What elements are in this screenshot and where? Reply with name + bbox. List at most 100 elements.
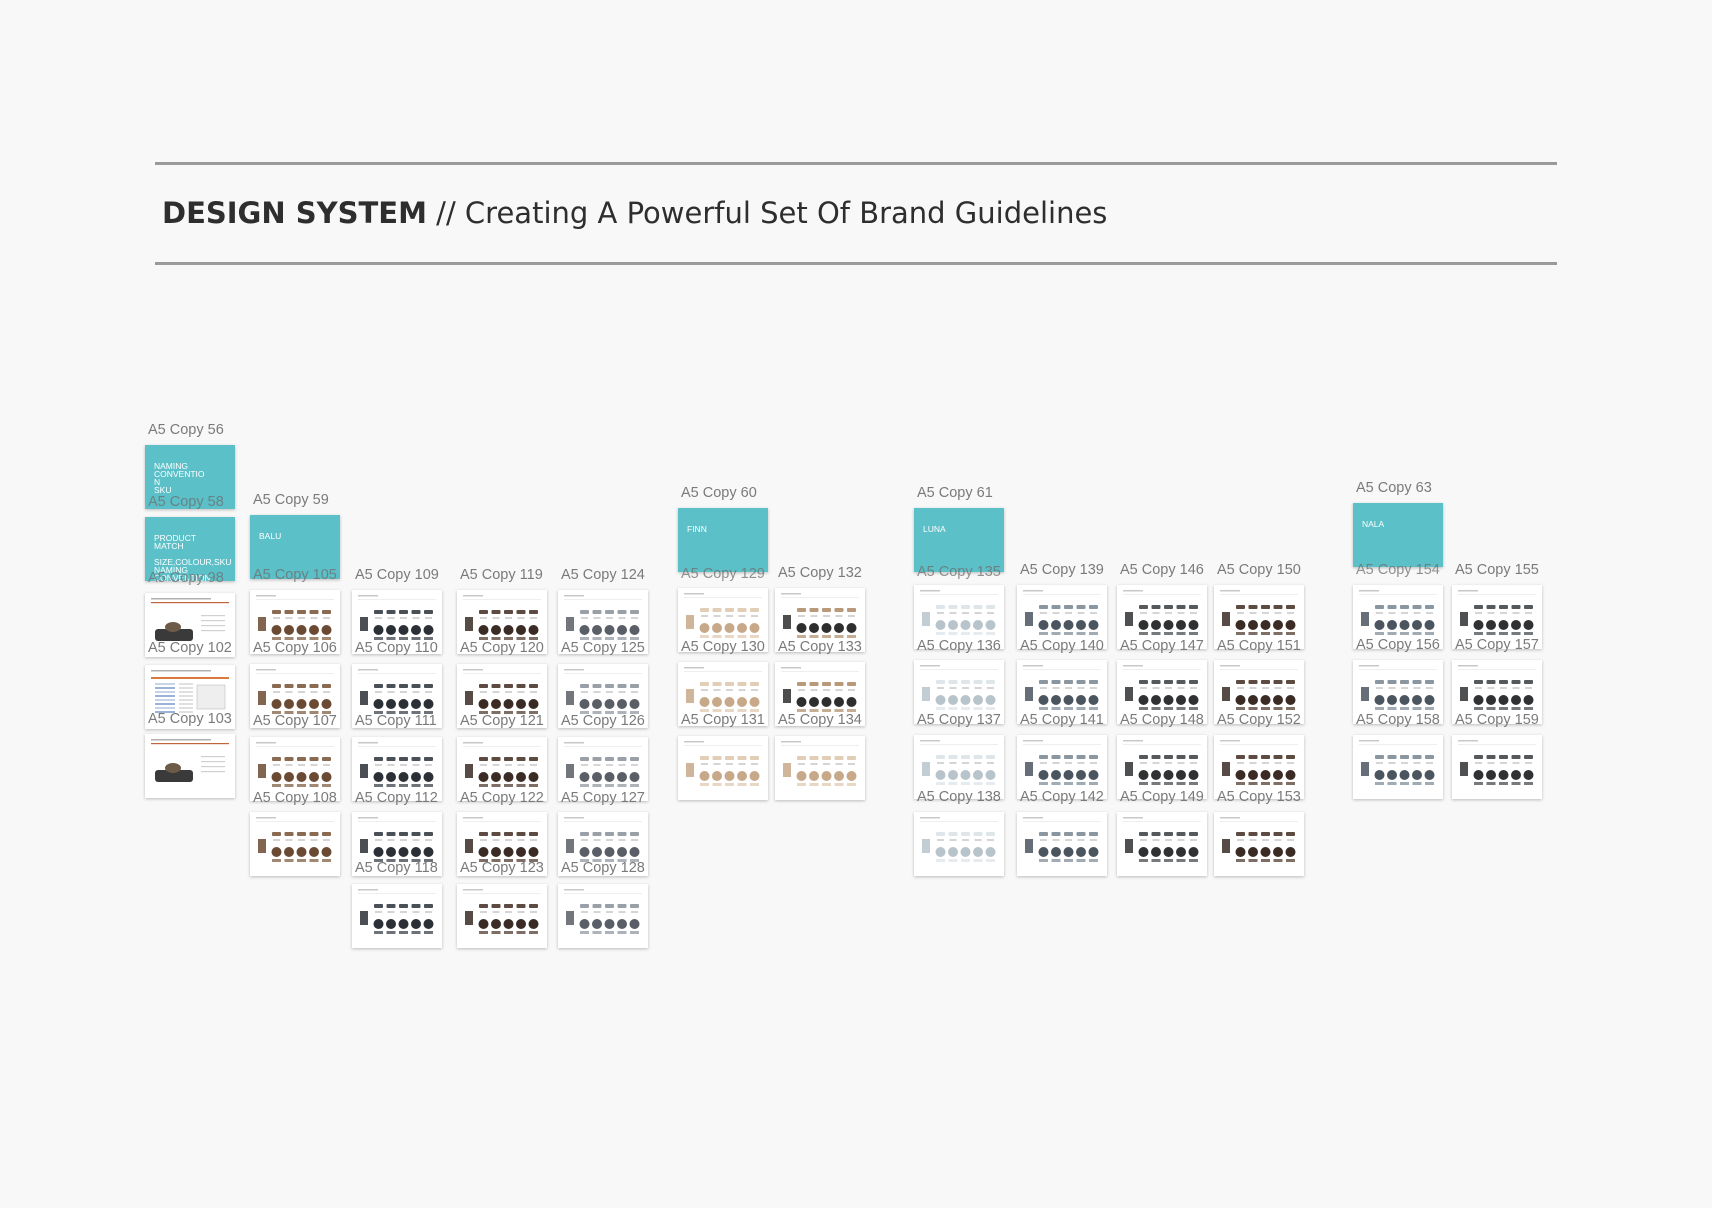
artboard-a5-copy-59[interactable]: BALU xyxy=(250,515,340,579)
artboard-a5-copy-109[interactable] xyxy=(352,590,442,654)
artboard-label-a5-copy-61[interactable]: A5 Copy 61 xyxy=(917,485,993,501)
artboard-a5-copy-158[interactable] xyxy=(1353,735,1443,799)
artboard-a5-copy-123[interactable] xyxy=(457,884,547,948)
artboard-a5-copy-133[interactable] xyxy=(775,662,865,726)
artboard-a5-copy-61[interactable]: LUNA xyxy=(914,508,1004,572)
artboard-a5-copy-155[interactable] xyxy=(1452,585,1542,649)
artboard-label-a5-copy-140[interactable]: A5 Copy 140 xyxy=(1020,638,1104,654)
artboard-a5-copy-108[interactable] xyxy=(250,812,340,876)
artboard-a5-copy-125[interactable] xyxy=(558,664,648,728)
artboard-label-a5-copy-120[interactable]: A5 Copy 120 xyxy=(460,640,544,656)
artboard-label-a5-copy-121[interactable]: A5 Copy 121 xyxy=(460,713,544,729)
artboard-a5-copy-151[interactable] xyxy=(1214,660,1304,724)
artboard-label-a5-copy-108[interactable]: A5 Copy 108 xyxy=(253,790,337,806)
artboard-a5-copy-112[interactable] xyxy=(352,812,442,876)
artboard-a5-copy-159[interactable] xyxy=(1452,735,1542,799)
artboard-label-a5-copy-133[interactable]: A5 Copy 133 xyxy=(778,639,862,655)
artboard-label-a5-copy-135[interactable]: A5 Copy 135 xyxy=(917,564,1001,580)
artboard-label-a5-copy-109[interactable]: A5 Copy 109 xyxy=(355,567,439,583)
artboard-label-a5-copy-136[interactable]: A5 Copy 136 xyxy=(917,638,1001,654)
artboard-label-a5-copy-130[interactable]: A5 Copy 130 xyxy=(681,639,765,655)
artboard-a5-copy-111[interactable] xyxy=(352,737,442,801)
artboard-a5-copy-138[interactable] xyxy=(914,812,1004,876)
artboard-label-a5-copy-58[interactable]: A5 Copy 58 xyxy=(148,494,224,510)
artboard-label-a5-copy-141[interactable]: A5 Copy 141 xyxy=(1020,712,1104,728)
artboard-label-a5-copy-102[interactable]: A5 Copy 102 xyxy=(148,640,232,656)
artboard-a5-copy-139[interactable] xyxy=(1017,585,1107,649)
artboard-label-a5-copy-159[interactable]: A5 Copy 159 xyxy=(1455,712,1539,728)
artboard-label-a5-copy-56[interactable]: A5 Copy 56 xyxy=(148,422,224,438)
artboard-a5-copy-60[interactable]: FINN xyxy=(678,508,768,572)
artboard-a5-copy-135[interactable] xyxy=(914,585,1004,649)
artboard-label-a5-copy-154[interactable]: A5 Copy 154 xyxy=(1356,562,1440,578)
artboard-label-a5-copy-107[interactable]: A5 Copy 107 xyxy=(253,713,337,729)
artboard-label-a5-copy-118[interactable]: A5 Copy 118 xyxy=(355,860,438,876)
artboard-a5-copy-129[interactable] xyxy=(678,588,768,652)
artboard-label-a5-copy-146[interactable]: A5 Copy 146 xyxy=(1120,562,1204,578)
artboard-a5-copy-148[interactable] xyxy=(1117,735,1207,799)
artboard-a5-copy-106[interactable] xyxy=(250,664,340,728)
artboard-label-a5-copy-119[interactable]: A5 Copy 119 xyxy=(460,567,543,583)
artboard-a5-copy-127[interactable] xyxy=(558,812,648,876)
artboard-a5-copy-157[interactable] xyxy=(1452,660,1542,724)
artboard-a5-copy-102[interactable] xyxy=(145,665,235,729)
artboard-label-a5-copy-127[interactable]: A5 Copy 127 xyxy=(561,790,645,806)
artboard-label-a5-copy-153[interactable]: A5 Copy 153 xyxy=(1217,789,1301,805)
artboard-label-a5-copy-125[interactable]: A5 Copy 125 xyxy=(561,640,645,656)
artboard-label-a5-copy-106[interactable]: A5 Copy 106 xyxy=(253,640,337,656)
artboard-label-a5-copy-60[interactable]: A5 Copy 60 xyxy=(681,485,757,501)
artboard-a5-copy-140[interactable] xyxy=(1017,660,1107,724)
artboard-label-a5-copy-158[interactable]: A5 Copy 158 xyxy=(1356,712,1440,728)
artboard-a5-copy-120[interactable] xyxy=(457,664,547,728)
artboard-a5-copy-103[interactable] xyxy=(145,734,235,798)
artboard-a5-copy-130[interactable] xyxy=(678,662,768,726)
artboard-a5-copy-147[interactable] xyxy=(1117,660,1207,724)
artboard-a5-copy-124[interactable] xyxy=(558,590,648,654)
artboard-a5-copy-119[interactable] xyxy=(457,590,547,654)
artboard-label-a5-copy-129[interactable]: A5 Copy 129 xyxy=(681,566,765,582)
artboard-label-a5-copy-111[interactable]: A5 Copy 111 xyxy=(355,713,437,729)
artboard-a5-copy-137[interactable] xyxy=(914,735,1004,799)
artboard-label-a5-copy-150[interactable]: A5 Copy 150 xyxy=(1217,562,1301,578)
artboard-a5-copy-146[interactable] xyxy=(1117,585,1207,649)
artboard-label-a5-copy-156[interactable]: A5 Copy 156 xyxy=(1356,637,1440,653)
artboard-label-a5-copy-126[interactable]: A5 Copy 126 xyxy=(561,713,645,729)
artboard-a5-copy-63[interactable]: NALA xyxy=(1353,503,1443,567)
artboard-a5-copy-98[interactable] xyxy=(145,593,235,657)
artboard-a5-copy-136[interactable] xyxy=(914,660,1004,724)
artboard-a5-copy-149[interactable] xyxy=(1117,812,1207,876)
artboard-a5-copy-150[interactable] xyxy=(1214,585,1304,649)
artboard-label-a5-copy-110[interactable]: A5 Copy 110 xyxy=(355,640,438,656)
artboard-label-a5-copy-131[interactable]: A5 Copy 131 xyxy=(681,712,765,728)
artboard-a5-copy-126[interactable] xyxy=(558,737,648,801)
artboard-label-a5-copy-122[interactable]: A5 Copy 122 xyxy=(460,790,544,806)
artboard-label-a5-copy-138[interactable]: A5 Copy 138 xyxy=(917,789,1001,805)
artboard-label-a5-copy-148[interactable]: A5 Copy 148 xyxy=(1120,712,1204,728)
artboard-label-a5-copy-134[interactable]: A5 Copy 134 xyxy=(778,712,862,728)
artboard-a5-copy-142[interactable] xyxy=(1017,812,1107,876)
artboard-label-a5-copy-151[interactable]: A5 Copy 151 xyxy=(1217,638,1301,654)
artboard-a5-copy-128[interactable] xyxy=(558,884,648,948)
artboard-label-a5-copy-105[interactable]: A5 Copy 105 xyxy=(253,567,337,583)
artboard-label-a5-copy-112[interactable]: A5 Copy 112 xyxy=(355,790,438,806)
artboard-label-a5-copy-137[interactable]: A5 Copy 137 xyxy=(917,712,1001,728)
artboard-a5-copy-141[interactable] xyxy=(1017,735,1107,799)
artboard-label-a5-copy-132[interactable]: A5 Copy 132 xyxy=(778,565,862,581)
artboard-label-a5-copy-155[interactable]: A5 Copy 155 xyxy=(1455,562,1539,578)
artboard-label-a5-copy-123[interactable]: A5 Copy 123 xyxy=(460,860,544,876)
artboard-a5-copy-156[interactable] xyxy=(1353,660,1443,724)
artboard-a5-copy-132[interactable] xyxy=(775,588,865,652)
artboard-a5-copy-107[interactable] xyxy=(250,737,340,801)
artboard-label-a5-copy-124[interactable]: A5 Copy 124 xyxy=(561,567,645,583)
artboard-a5-copy-110[interactable] xyxy=(352,664,442,728)
artboard-a5-copy-134[interactable] xyxy=(775,736,865,800)
artboard-a5-copy-122[interactable] xyxy=(457,812,547,876)
artboard-label-a5-copy-149[interactable]: A5 Copy 149 xyxy=(1120,789,1204,805)
artboard-label-a5-copy-147[interactable]: A5 Copy 147 xyxy=(1120,638,1204,654)
artboard-label-a5-copy-98[interactable]: A5 Copy 98 xyxy=(148,570,224,586)
artboard-label-a5-copy-139[interactable]: A5 Copy 139 xyxy=(1020,562,1104,578)
artboard-a5-copy-153[interactable] xyxy=(1214,812,1304,876)
